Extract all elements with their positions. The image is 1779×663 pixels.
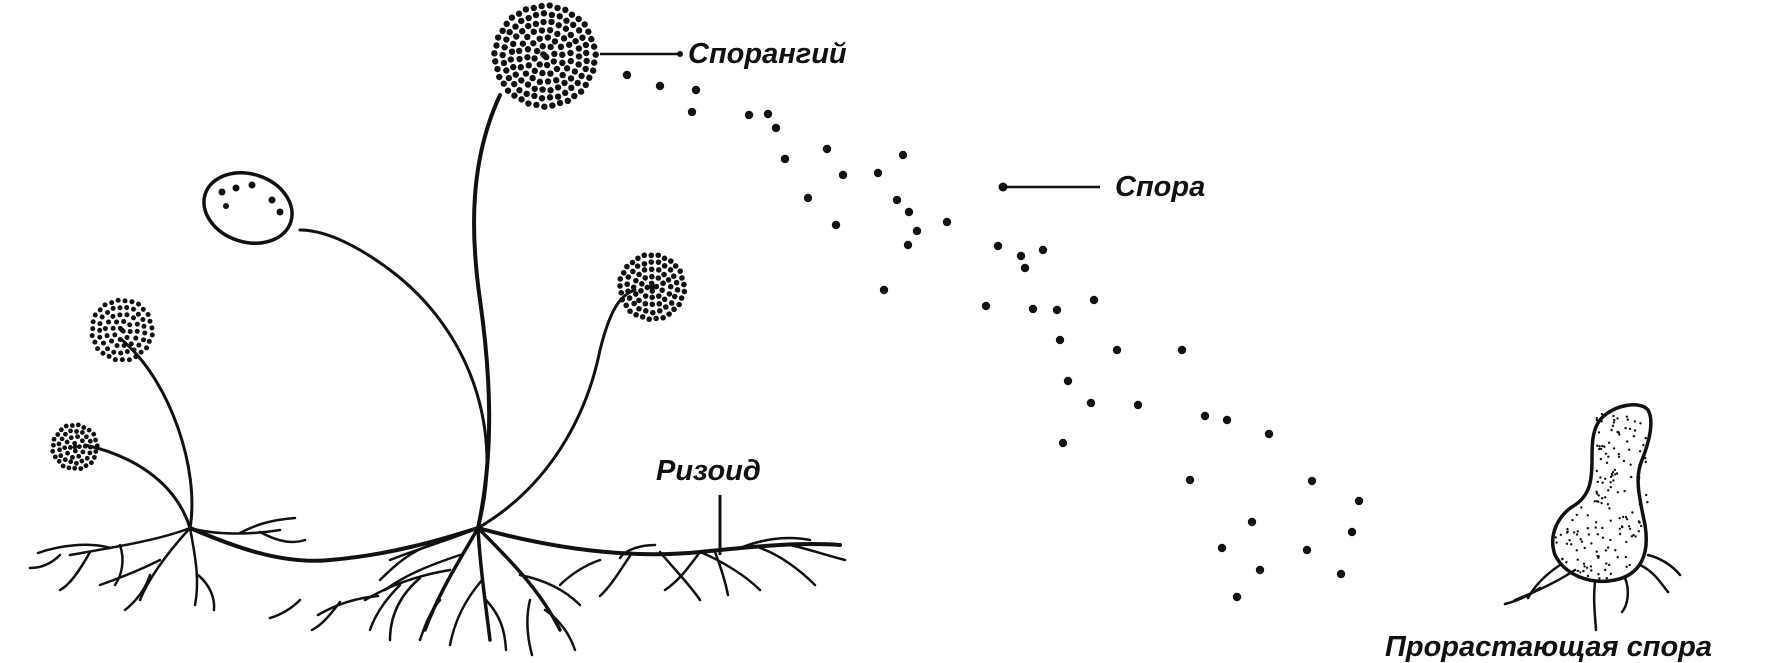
dispersed-spores xyxy=(623,71,1363,601)
spore-label: Спора xyxy=(1115,171,1205,203)
rhizoid-cluster-center xyxy=(270,528,580,655)
rhizoid-label: Ризоид xyxy=(656,455,761,487)
rhizoid-cluster-left xyxy=(30,518,305,610)
sporangium-label: Спорангий xyxy=(688,38,847,70)
sporangium-left-upper xyxy=(90,298,155,363)
sporangium-main xyxy=(491,2,599,110)
rhizoid-cluster-right xyxy=(560,538,845,600)
germinating-spore-label: Прорастающая спора xyxy=(1385,631,1712,663)
germinating-spore xyxy=(1505,405,1680,630)
sporangiophore-left-upper xyxy=(122,340,192,528)
sporangiophore-right xyxy=(478,290,635,528)
sporangiophore-empty xyxy=(300,230,487,528)
stolon-right xyxy=(478,528,840,554)
sporangium-empty xyxy=(195,162,302,254)
sporangium-left-lower xyxy=(50,422,99,470)
sporangiophore-left-lower xyxy=(85,445,190,528)
sporangium-right xyxy=(617,252,687,322)
